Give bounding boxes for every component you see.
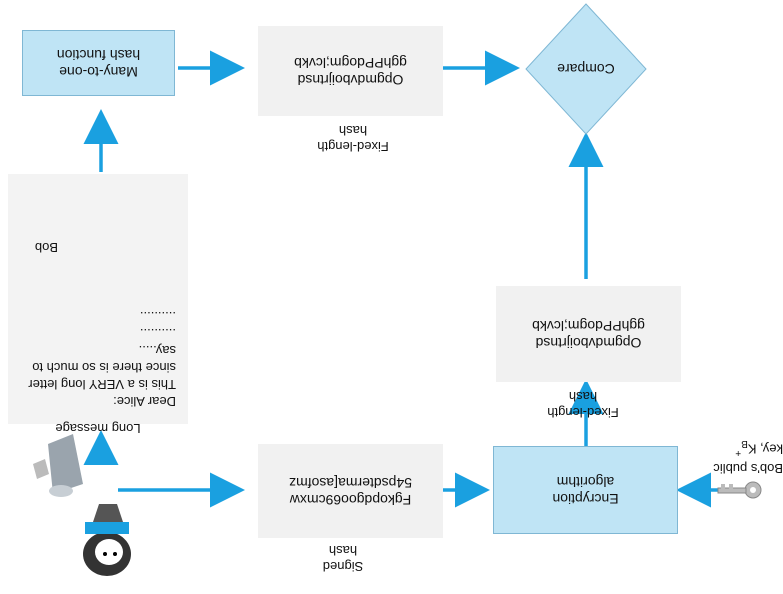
key-label-superscript: + [735,447,742,458]
letter-line-6: .......... [139,309,176,324]
digest-right-document: Opgmdvboijrtnsd gghPPdogm;lcvkb [496,286,681,382]
fixed-length-label-2-line-2: hash [568,389,598,404]
signed-hash-document: Fgkopdgoo69cmxw 54psdterma[asofmz [258,444,443,538]
key-label-subscript: B [741,438,748,450]
digest-top-document: Opgmdvboijrtnsd gghPPdogm;lcvkb [258,26,443,116]
compare-diamond [525,3,647,135]
letter-line-3: since there is so much to [32,360,176,375]
signed-hash-label-line-2: hash [328,543,358,558]
letter-line-5: .......... [139,326,176,341]
compare-label: Compare [557,61,615,77]
hash-function-box: Many-to-one hash function [22,30,175,96]
letter-line-2: This is a VERY long letter [28,377,176,392]
letter-line-4: say..... [138,343,176,358]
hash-function-line-2: hash function [56,47,141,63]
fixed-length-label-1-line-1: Fixed-length [317,139,389,154]
hash-function-line-1: Many-to-one [59,64,138,80]
digest-top-text: Opgmdvboijrtnsd gghPPdogm;lcvkb [294,55,407,88]
fixed-length-label-2-line-1: Fixed-length [547,405,619,420]
encryption-line-1: Encryption [552,491,619,507]
encryption-box: Encryption algorithm [493,446,678,534]
long-letter-document: Dear Alice: This is a VERY long letter s… [8,174,188,424]
long-message-label: Long message [55,421,141,436]
fixed-length-label-1-line-2: hash [338,123,368,138]
fixed-length-label-1: Fixed-length hash [293,122,413,154]
key-icon [717,481,762,499]
person-icon [33,434,131,576]
digest-right-text: Opgmdvboijrtnsd gghPPdogm;lcvkb [532,318,645,351]
key-label: Bob's public key, KB+ [691,435,783,476]
letter-line-1: Dear Alice: [113,394,176,409]
signed-hash-label-line-1: Signed [322,559,364,574]
key-label-line-1: Bob's public [713,461,783,476]
signed-hash-text: Fgkopdgoo69cmxw 54psdterma[asofmz [289,475,412,508]
key-label-line-2: key, K [747,441,783,457]
fixed-length-label-2: Fixed-length hash [523,388,643,420]
signed-hash-label: Signed hash [283,542,403,574]
encryption-line-2: algorithm [556,474,615,490]
letter-signature: Bob [34,240,58,255]
